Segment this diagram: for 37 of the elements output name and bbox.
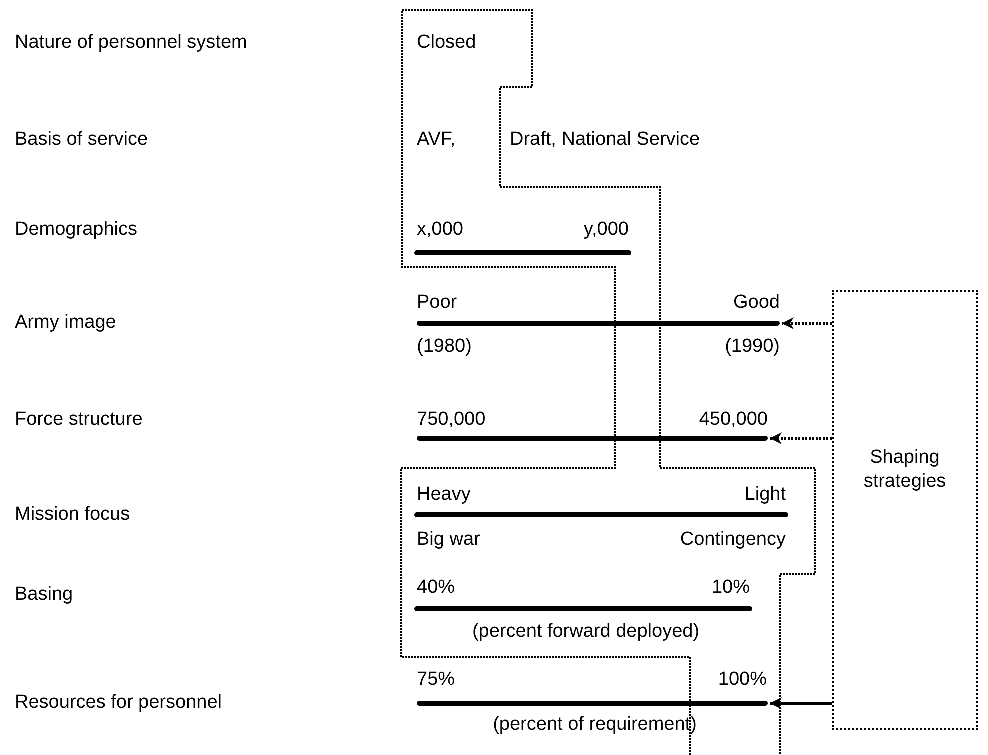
- scale-value: Contingency: [680, 529, 786, 551]
- scale-value: 450,000: [699, 409, 768, 431]
- scale-value: 100%: [718, 669, 767, 691]
- scale-value: Good: [734, 292, 780, 314]
- option-label: Draft, National Service: [510, 129, 700, 151]
- row-label: Basing: [15, 584, 74, 606]
- scale-value: Heavy: [417, 484, 471, 506]
- arrow: [770, 698, 832, 710]
- row-label: Nature of personnel system: [15, 32, 248, 54]
- scale-value: y,000: [584, 219, 629, 241]
- scale-value: 750,000: [417, 409, 486, 431]
- scale-value: Light: [744, 484, 786, 506]
- option-label: AVF,: [417, 129, 456, 151]
- row-label: Resources for personnel: [15, 692, 222, 714]
- scale-value: Poor: [417, 292, 458, 314]
- row-label: Army image: [15, 312, 116, 334]
- strategy-box: [832, 290, 978, 730]
- row-label: Basis of service: [15, 129, 148, 151]
- scale-caption: (percent forward deployed): [472, 621, 700, 643]
- scale-bar: [417, 436, 768, 441]
- scale-value: 75%: [417, 669, 456, 691]
- scale-value: (1980): [417, 336, 472, 358]
- row-label: Force structure: [15, 409, 143, 431]
- scale-caption: (percent of requirement): [493, 714, 697, 736]
- row-label: Mission focus: [15, 504, 130, 526]
- scale-bar: [417, 321, 780, 326]
- scale-value: 10%: [712, 577, 750, 599]
- box-title: Shaping strategies: [862, 446, 948, 494]
- scale-value: Big war: [417, 529, 480, 551]
- arrow: [782, 318, 832, 330]
- option-label: Closed: [417, 32, 476, 54]
- scale-value: x,000: [417, 219, 464, 241]
- scale-bar: [417, 701, 768, 706]
- scale-value: (1990): [725, 336, 780, 358]
- arrow: [770, 432, 832, 444]
- scale-value: 40%: [417, 577, 456, 599]
- row-label: Demographics: [15, 219, 138, 241]
